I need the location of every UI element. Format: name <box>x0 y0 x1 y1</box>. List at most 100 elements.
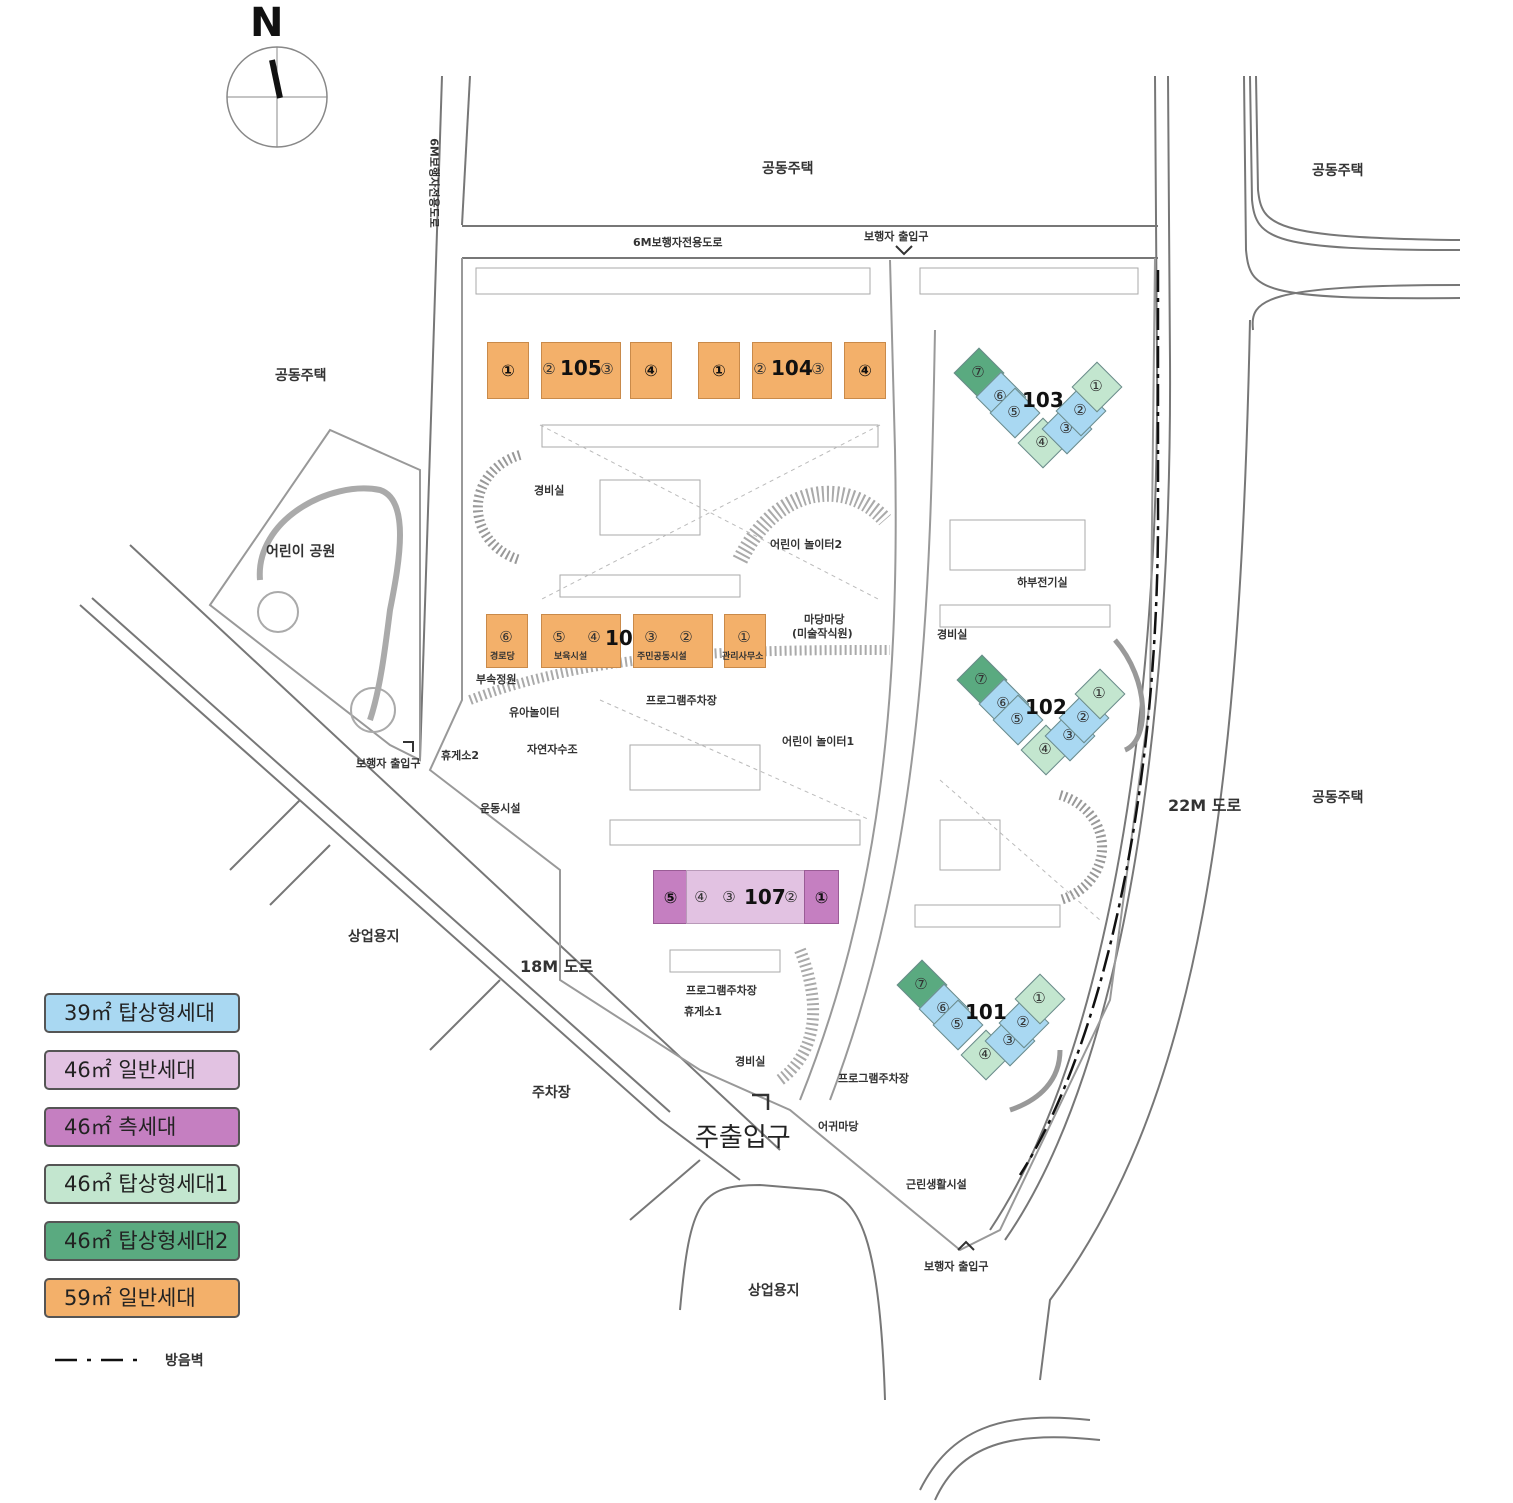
building-105-number: 105 <box>560 356 602 380</box>
building-106-unit-5: ⑤ <box>552 628 566 646</box>
kids-park-circle-2 <box>350 687 396 733</box>
convenience-facility-label: 근린생활시설 <box>906 1178 967 1191</box>
program-parking-2-label: 프로그램주차장 <box>686 984 757 997</box>
compass-needle <box>269 59 283 99</box>
ped-entry-bottom-arrow <box>957 1240 975 1251</box>
commerce-line-1 <box>229 799 301 871</box>
community-yard-label: 마당마당 <box>804 613 845 626</box>
building-101-unit-2-num: ② <box>1016 1013 1030 1031</box>
building-106-unit-6-num: ⑥ <box>499 628 513 646</box>
main-entry-label: 주출입구 <box>695 1123 791 1153</box>
building-101-unit-1-num: ① <box>1032 989 1046 1007</box>
apt-right-label: 공동주택 <box>1312 790 1364 806</box>
playground-2-label: 어린이 놀이터2 <box>770 538 843 551</box>
ped-entry-top-arrow <box>895 245 913 256</box>
commerce-line-2 <box>269 844 331 906</box>
building-102-unit-7-num: ⑦ <box>974 670 988 688</box>
parking-north-2 <box>919 267 1139 295</box>
building-102-unit-5-num: ⑤ <box>1010 710 1024 728</box>
road-22m-east <box>1243 75 1461 300</box>
building-107-unit-2: ② <box>784 888 798 906</box>
road-22m-west <box>989 75 1159 1231</box>
building-106-unit-3-2 <box>633 614 713 668</box>
building-106-unit-6 <box>486 614 528 668</box>
curve-102 <box>1113 638 1146 753</box>
curve-101 <box>1009 1049 1063 1113</box>
road-18m-label: 18M 도로 <box>520 957 594 976</box>
waterfall-label: 자연자수조 <box>527 743 578 756</box>
building-105-unit-4: ④ <box>630 342 672 399</box>
apt-left-label: 공동주택 <box>275 368 327 384</box>
parking-row-east <box>949 519 1086 571</box>
legend-item-46-side: 46㎡ 측세대 <box>44 1107 240 1147</box>
building-106-unit-3: ③ <box>644 628 658 646</box>
legend-item-39-tower: 39㎡ 탑상형세대 <box>44 993 240 1033</box>
building-103-unit-7-num: ⑦ <box>971 363 985 381</box>
garden-label: 부속정원 <box>476 673 517 686</box>
kids-park-label: 어린이 공원 <box>266 544 336 560</box>
building-106-unit-4: ④ <box>587 628 601 646</box>
curve-stairs <box>732 485 892 564</box>
building-102-number: 102 <box>1025 695 1067 719</box>
parking-row-107 <box>609 819 861 846</box>
building-101-number: 101 <box>965 1000 1007 1024</box>
parking-row-east-2 <box>939 604 1111 628</box>
building-106-unit-2: ② <box>679 628 693 646</box>
kids-park-path <box>256 485 403 721</box>
rest-area-2-label: 휴게소2 <box>441 749 480 762</box>
main-entry-arrow <box>752 1093 770 1110</box>
ped-entry-top-label: 보행자 출입구 <box>864 230 929 243</box>
building-104-unit-3: ③ <box>811 360 825 378</box>
building-107-unit-3: ③ <box>722 888 736 906</box>
parking-line-1 <box>429 979 501 1051</box>
road-18m-edge <box>659 1119 741 1181</box>
legend-item-46-tower-1: 46㎡ 탑상형세대1 <box>44 1164 240 1204</box>
apt-top-label: 공동주택 <box>762 161 814 177</box>
road-22m-far <box>1255 75 1461 241</box>
road-22m-far2 <box>1249 75 1461 251</box>
parking-block-2 <box>629 744 761 791</box>
electric-room-label: 하부전기실 <box>1017 576 1068 589</box>
curve-path-south <box>776 947 820 1085</box>
legend-item-59-normal: 59㎡ 일반세대 <box>44 1278 240 1318</box>
guard-house-3-label: 경비실 <box>735 1055 766 1068</box>
amphitheater-west <box>472 450 522 565</box>
road-18m-south-a <box>79 604 661 1121</box>
road-west-edge <box>419 75 443 761</box>
road-east-curve <box>1039 319 1251 1381</box>
guard-house-2-label: 경비실 <box>937 628 968 641</box>
ped-entry-bottom-label: 보행자 출입구 <box>924 1260 989 1273</box>
parking-row-106 <box>559 574 741 598</box>
program-parking-3-label: 프로그램주차장 <box>838 1072 909 1085</box>
parking-row-east-3 <box>939 819 1001 871</box>
building-105-unit-3: ③ <box>600 360 614 378</box>
building-105-unit-1: ① <box>487 342 529 399</box>
road-22m-label: 22M 도로 <box>1168 796 1242 815</box>
building-106-unit-1-num: ① <box>737 628 751 646</box>
building-104-unit-2: ② <box>753 360 767 378</box>
compass-north-label: N <box>250 0 284 46</box>
exercise-facility-label: 운동시설 <box>480 802 521 815</box>
parking-block-1 <box>599 479 701 536</box>
building-103-unit-4-num: ④ <box>1035 433 1049 451</box>
ped-entry-left-arrow <box>403 741 414 752</box>
building-104-unit-2-3 <box>752 342 832 399</box>
commerce-left-label: 상업용지 <box>348 929 400 945</box>
playground-1-label: 어린이 놀이터1 <box>782 735 855 748</box>
bottom-curve-2 <box>934 1436 1101 1501</box>
building-106-admin-label: 관리사무소 <box>722 652 764 662</box>
parking-row-south <box>669 949 781 973</box>
commerce-bottom-label: 상업용지 <box>748 1283 800 1299</box>
toddler-playground-label: 유아놀이터 <box>509 706 560 719</box>
site-boundary <box>428 257 1156 1252</box>
bottom-curve <box>919 1416 1091 1491</box>
building-104-number: 104 <box>771 356 813 380</box>
building-107-unit-1: ① <box>804 870 839 924</box>
program-parking-1-label: 프로그램주차장 <box>646 694 717 707</box>
guard-house-1-label: 경비실 <box>534 484 565 497</box>
parking-line-2 <box>629 1159 701 1221</box>
building-106-unit-5-4 <box>541 614 621 668</box>
road-18m-south-b <box>91 597 671 1113</box>
road-6m-top-label: 6M보행자전용도로 <box>633 236 723 249</box>
